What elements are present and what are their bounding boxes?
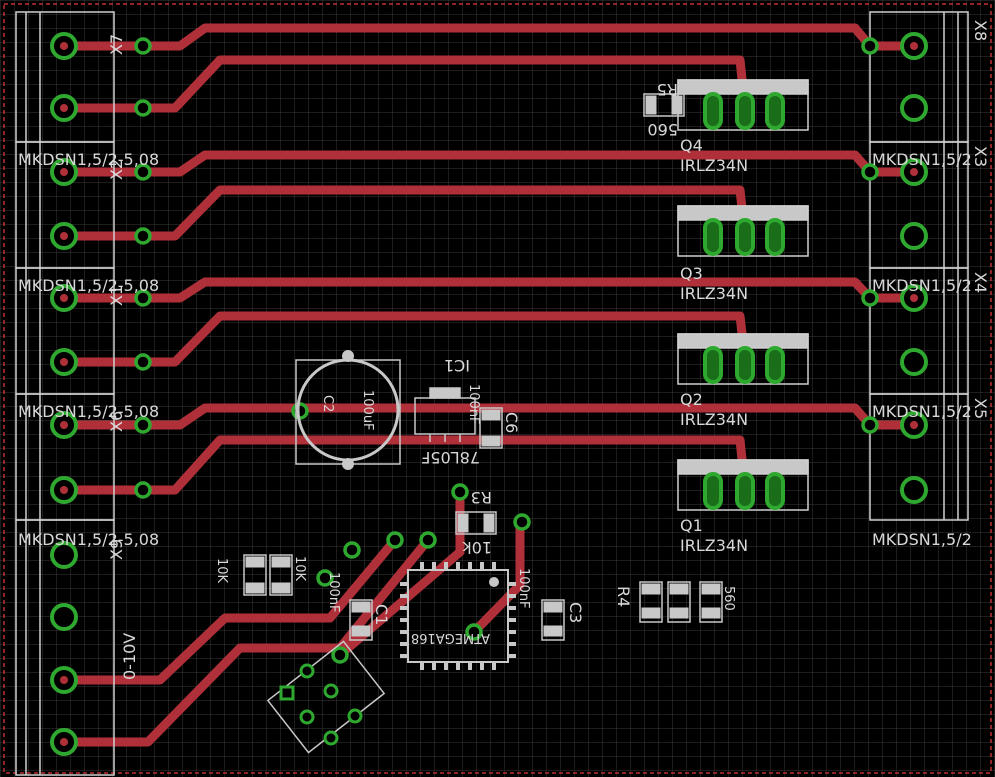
u1-label: ATMEGA168 bbox=[411, 630, 490, 645]
electrolytic-capacitor bbox=[295, 350, 401, 470]
mosfet-pads[interactable] bbox=[703, 92, 785, 510]
left-resistor-value-a: 10K bbox=[214, 558, 229, 584]
voltage-regulator bbox=[414, 387, 476, 442]
connector-ref-x8: X8 bbox=[971, 20, 990, 41]
ic1-value: 78L05F bbox=[421, 448, 480, 467]
r5-value: 560 bbox=[647, 120, 678, 139]
terminal-pad-holes bbox=[60, 42, 918, 746]
connector-ref-x2: X2 bbox=[107, 159, 126, 180]
c3-ref: C3 bbox=[566, 602, 585, 623]
r5-ref: R5 bbox=[657, 80, 678, 99]
connector-ref-x6: X6 bbox=[107, 411, 126, 432]
vias[interactable] bbox=[134, 37, 879, 664]
c1-value: 100nF bbox=[326, 572, 341, 613]
smd-passives bbox=[243, 93, 723, 641]
connector-ref-x9: X9 bbox=[107, 539, 126, 560]
r4-value: 560 bbox=[721, 586, 736, 611]
c6-ref: C6 bbox=[502, 412, 521, 433]
connector-ref-x1: X1 bbox=[107, 285, 126, 306]
analog-input-label: 0-10V bbox=[120, 633, 139, 680]
microcontroller-chip bbox=[400, 562, 516, 670]
c1-ref: C1 bbox=[372, 604, 391, 625]
connector-ref-x5: X5 bbox=[971, 398, 990, 419]
left-terminal-blocks bbox=[15, 11, 115, 776]
c2-value: 100uF bbox=[360, 390, 375, 431]
silkscreen-labels: X7 X2 X1 X6 X9 0-10V X8 X3 X4 X5 C2 100u… bbox=[107, 20, 990, 680]
r3-value: 10k bbox=[462, 538, 492, 557]
r3-ref: R3 bbox=[471, 488, 492, 507]
right-terminal-blocks bbox=[869, 11, 969, 521]
board-outline bbox=[3, 3, 992, 774]
connector-ref-x7: X7 bbox=[107, 34, 126, 55]
r4-ref: R4 bbox=[614, 586, 633, 607]
connector-ref-x4: X4 bbox=[971, 272, 990, 293]
isp-header[interactable] bbox=[266, 640, 386, 754]
ic1-ref: IC1 bbox=[444, 356, 470, 375]
c6-value: 100nF bbox=[466, 384, 481, 425]
c3-value: 100nF bbox=[516, 568, 531, 609]
connector-ref-x3: X3 bbox=[971, 146, 990, 167]
c2-ref: C2 bbox=[320, 395, 335, 412]
left-resistor-value-b: 10K bbox=[292, 556, 307, 582]
